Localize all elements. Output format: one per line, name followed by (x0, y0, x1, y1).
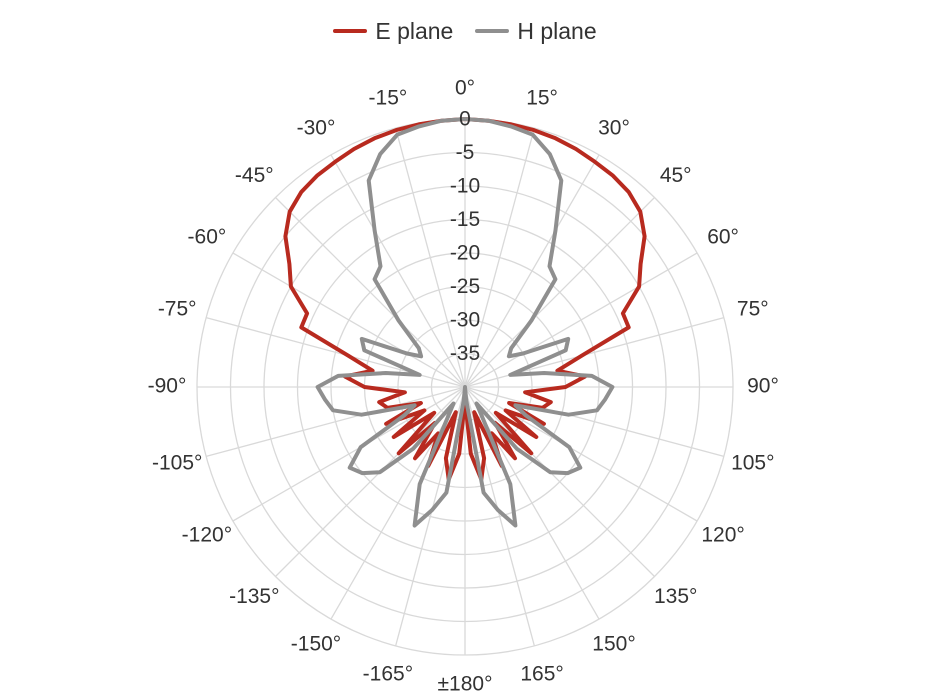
grid-spoke (464, 386, 725, 457)
legend-label-h-plane: H plane (517, 17, 597, 44)
angle-tick-label: 150° (592, 633, 635, 656)
angle-tick-label: 135° (654, 585, 697, 608)
angle-tick-label: -75° (158, 297, 197, 320)
grid-spoke (205, 386, 466, 457)
grid-spoke (395, 127, 466, 388)
grid-spoke (464, 252, 698, 388)
grid-spoke (232, 386, 466, 522)
series-layer (283, 117, 647, 528)
angle-tick-label: 15° (526, 87, 558, 110)
grid-spoke (232, 252, 466, 388)
angle-tick-label: -30° (297, 116, 336, 139)
radial-tick-label: -10 (450, 175, 480, 198)
angle-tick-label: -150° (291, 633, 341, 656)
angle-tick-label: -165° (363, 662, 413, 685)
grid-spoke (464, 197, 655, 388)
angle-tick-label: -45° (235, 164, 274, 187)
angle-tick-label: 75° (737, 297, 769, 320)
legend-swatch-e-plane (333, 29, 368, 33)
radial-tick-label: 0 (459, 108, 471, 131)
radial-tick-label: -20 (450, 242, 480, 265)
grid-spoke (464, 127, 535, 388)
angle-tick-label: 45° (660, 164, 692, 187)
legend-item-e-plane[interactable]: E plane (333, 18, 453, 45)
radial-tick-label: -35 (450, 342, 480, 365)
angle-tick-label: 90° (747, 375, 779, 398)
radial-tick-label: -25 (450, 275, 480, 298)
grid-spoke (464, 154, 600, 388)
grid-spoke (464, 386, 655, 577)
radial-tick-label: -30 (450, 309, 480, 332)
angle-tick-label: 105° (731, 452, 774, 475)
legend-swatch-h-plane (475, 29, 510, 33)
angle-tick-label: -135° (229, 585, 279, 608)
angle-tick-label: -90° (148, 375, 187, 398)
grid-spoke (205, 317, 466, 388)
angle-tick-label: -120° (182, 524, 232, 547)
grid-spoke (464, 317, 725, 388)
grid-spoke (275, 197, 466, 388)
angle-tick-label: 120° (701, 524, 744, 547)
series-line-h-plane (315, 117, 615, 528)
grid-spoke (275, 386, 466, 577)
angle-tick-label: -60° (188, 226, 227, 249)
angle-tick-label: -15° (369, 87, 408, 110)
radial-tick-label: -15 (450, 208, 480, 231)
grid-spoke (330, 154, 466, 388)
angle-tick-label: -105° (152, 452, 202, 475)
grid-spoke (464, 386, 698, 522)
polar-grid (196, 118, 734, 656)
legend: E plane H plane (0, 14, 930, 48)
angle-tick-label: 30° (598, 116, 630, 139)
angle-tick-label: 165° (520, 662, 563, 685)
angle-tick-label: 0° (455, 77, 475, 100)
angle-tick-label: 60° (707, 226, 739, 249)
radial-tick-label: -5 (456, 141, 475, 164)
legend-label-e-plane: E plane (375, 17, 454, 44)
angle-tick-label: ±180° (438, 673, 493, 696)
legend-item-h-plane[interactable]: H plane (475, 17, 597, 45)
label-layer: 0° 15° 30° 45° 60° 75° 90° 105° 120° 135° 150° 165°… (148, 77, 779, 696)
